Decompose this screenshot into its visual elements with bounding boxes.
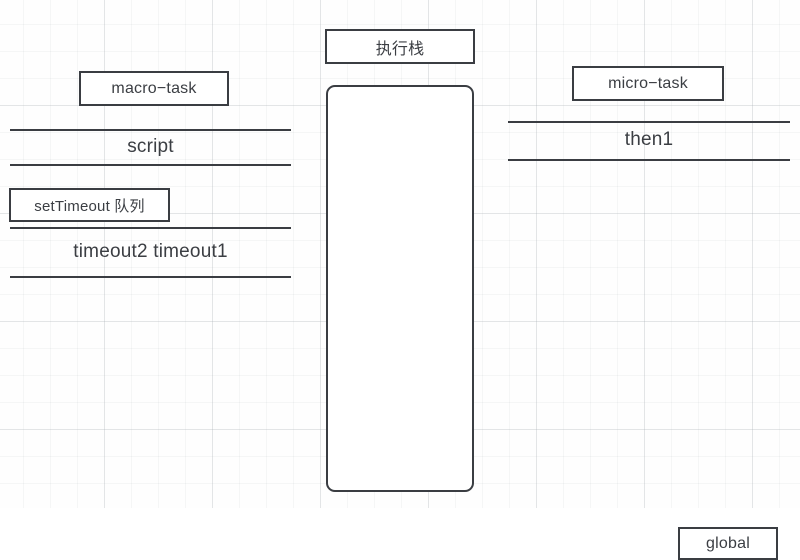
call-stack-frame-global: global [678, 527, 778, 560]
call-stack-title-box: 执行栈 [325, 29, 475, 64]
then1-row-top-rule [508, 121, 790, 123]
macro-task-entry-timeouts: timeout2 timeout1 [73, 241, 228, 262]
script-row-bottom-rule [10, 164, 291, 166]
settimeout-queue-label-box: setTimeout 队列 [9, 188, 170, 222]
timeout-row-top-rule [10, 227, 291, 229]
timeout-row-bottom-rule [10, 276, 291, 278]
macro-task-entry-script: script [127, 136, 174, 157]
micro-task-label-box: micro−task [572, 66, 724, 101]
call-stack-container: global [326, 85, 778, 560]
macro-task-label-box: macro−task [79, 71, 229, 106]
micro-task-entry-then1: then1 [624, 129, 674, 150]
script-row-top-rule [10, 129, 291, 131]
then1-row-bottom-rule [508, 159, 790, 161]
